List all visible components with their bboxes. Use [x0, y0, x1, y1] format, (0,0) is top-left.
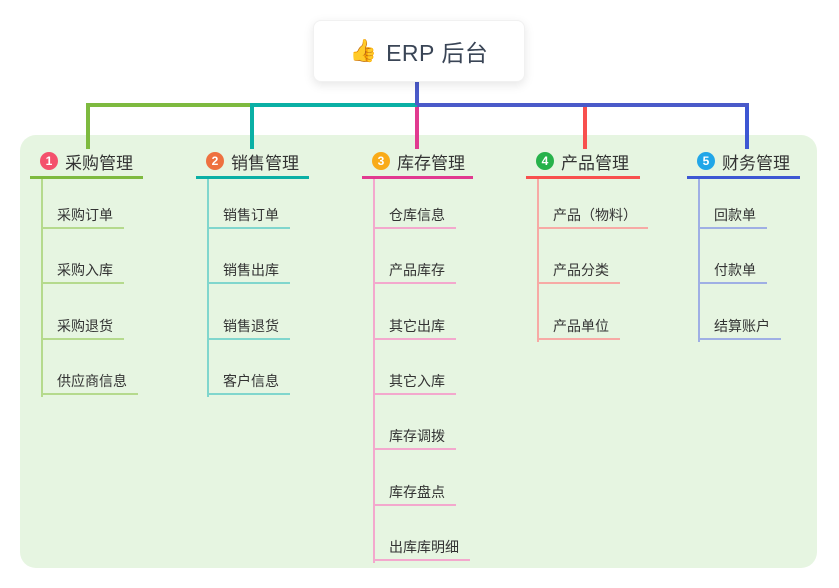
branch-children-line [537, 179, 539, 342]
branches-panel [20, 135, 817, 568]
rail-right-blue [417, 103, 749, 107]
branch-title-销售管理[interactable]: 2 销售管理 [196, 148, 299, 174]
child-node-库存盘点[interactable]: 库存盘点 [373, 483, 456, 506]
child-node-客户信息[interactable]: 客户信息 [207, 372, 290, 395]
branch-title-库存管理[interactable]: 3 库存管理 [362, 148, 465, 174]
branch-title-label: 库存管理 [397, 153, 465, 173]
child-node-产品分类[interactable]: 产品分类 [537, 261, 620, 284]
child-node-销售出库[interactable]: 销售出库 [207, 261, 290, 284]
thumbs-up-icon: 👍 [349, 38, 378, 63]
branch-underline [687, 176, 800, 179]
branch-title-采购管理[interactable]: 1 采购管理 [30, 148, 133, 174]
child-node-采购入库[interactable]: 采购入库 [41, 261, 124, 284]
child-node-销售退货[interactable]: 销售退货 [207, 317, 290, 340]
root-node[interactable]: 👍 ERP 后台 [313, 20, 525, 82]
branch-title-财务管理[interactable]: 5 财务管理 [687, 148, 790, 174]
branch-underline [30, 176, 143, 179]
child-node-产品库存[interactable]: 产品库存 [373, 261, 456, 284]
branch-5-drop-line [745, 105, 749, 149]
child-node-供应商信息[interactable]: 供应商信息 [41, 372, 138, 395]
child-node-结算账户[interactable]: 结算账户 [698, 317, 781, 340]
root-node-label: ERP 后台 [386, 40, 489, 66]
branch-number-badge: 5 [697, 152, 715, 170]
child-node-产品单位[interactable]: 产品单位 [537, 317, 620, 340]
branch-number-badge: 4 [536, 152, 554, 170]
child-node-仓库信息[interactable]: 仓库信息 [373, 206, 456, 229]
child-node-付款单[interactable]: 付款单 [698, 261, 767, 284]
branch-number-badge: 1 [40, 152, 58, 170]
branch-2-drop-line [250, 105, 254, 149]
child-node-其它入库[interactable]: 其它入库 [373, 372, 456, 395]
branch-title-label: 销售管理 [231, 153, 299, 173]
branch-title-label: 产品管理 [561, 153, 629, 173]
branch-children-line [41, 179, 43, 397]
branch-title-产品管理[interactable]: 4 产品管理 [526, 148, 629, 174]
rail-left-green [86, 103, 254, 107]
branch-underline [526, 176, 640, 179]
child-node-库存调拨[interactable]: 库存调拨 [373, 427, 456, 450]
branch-number-badge: 2 [206, 152, 224, 170]
child-node-出库库明细[interactable]: 出库库明细 [373, 538, 470, 561]
child-node-回款单[interactable]: 回款单 [698, 206, 767, 229]
branch-3-drop-line [415, 105, 419, 149]
child-node-其它出库[interactable]: 其它出库 [373, 317, 456, 340]
branch-children-line [698, 179, 700, 342]
branch-underline [196, 176, 309, 179]
branch-underline [362, 176, 473, 179]
branch-children-line [373, 179, 375, 563]
branch-4-drop-line [583, 105, 587, 149]
child-node-采购订单[interactable]: 采购订单 [41, 206, 124, 229]
branch-1-drop-line [86, 105, 90, 149]
branch-number-badge: 3 [372, 152, 390, 170]
branch-children-line [207, 179, 209, 397]
branch-title-label: 采购管理 [65, 153, 133, 173]
child-node-销售订单[interactable]: 销售订单 [207, 206, 290, 229]
rail-left-teal [250, 103, 419, 107]
child-node-产品（物料）[interactable]: 产品（物料） [537, 206, 648, 229]
child-node-采购退货[interactable]: 采购退货 [41, 317, 124, 340]
root-stub-line [415, 82, 419, 105]
branch-title-label: 财务管理 [722, 153, 790, 173]
